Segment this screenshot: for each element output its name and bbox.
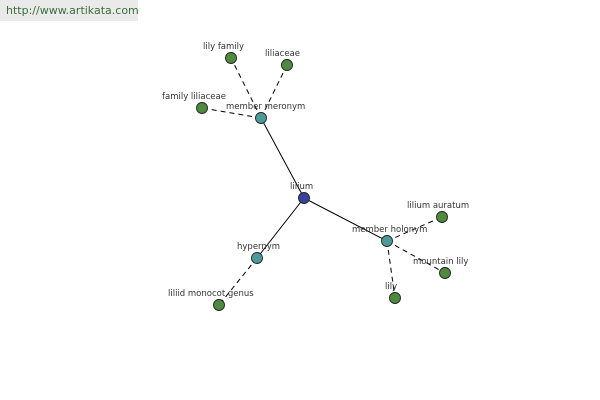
node-label-mountain-lily[interactable]: mountain lily (413, 257, 468, 267)
node-liliaceae[interactable] (281, 59, 293, 71)
edge-member-holonym-to-lily (386, 240, 396, 299)
node-label-liliid-monocot-genus[interactable]: liliid monocot genus (168, 289, 254, 299)
node-family-liliaceae[interactable] (196, 102, 208, 114)
node-liliid-monocot-genus[interactable] (213, 299, 225, 311)
node-label-lilium[interactable]: lilium (290, 182, 313, 192)
edge-member-meronym-to-liliaceae (260, 64, 288, 119)
edge-member-holonym-to-lilium-auratum (386, 216, 443, 242)
node-lily[interactable] (389, 292, 401, 304)
edge-hypernym-to-liliid-monocot-genus (218, 257, 258, 306)
edge-member-meronym-to-family-liliaceae (201, 107, 262, 119)
node-label-lilium-auratum[interactable]: lilium auratum (407, 201, 469, 211)
node-hypernym[interactable] (251, 252, 263, 264)
edge-lilium-to-member-holonym (303, 197, 388, 242)
edge-lilium-to-member-meronym (260, 117, 305, 199)
node-lily-family[interactable] (225, 52, 237, 64)
node-label-liliaceae[interactable]: liliaceae (265, 49, 300, 59)
labels-layer: lilium member meronym member holonym hypern… (162, 42, 469, 299)
node-member-meronym[interactable] (255, 112, 267, 124)
node-label-lily[interactable]: lily (385, 282, 397, 292)
node-label-family-liliaceae[interactable]: family liliaceae (162, 92, 226, 102)
node-label-hypernym[interactable]: hypernym (237, 242, 280, 252)
node-member-holonym[interactable] (381, 235, 393, 247)
node-lilium-auratum[interactable] (436, 211, 448, 223)
node-lilium[interactable] (298, 192, 310, 204)
node-label-lily-family[interactable]: lily family (203, 42, 244, 52)
edge-member-meronym-to-lily-family (230, 57, 262, 119)
nodes-layer (196, 52, 451, 311)
edges-layer (201, 57, 446, 306)
edge-lilium-to-hypernym (256, 197, 305, 259)
node-mountain-lily[interactable] (439, 267, 451, 279)
edge-member-holonym-to-mountain-lily (386, 240, 446, 274)
node-label-member-holonym[interactable]: member holonym (352, 225, 427, 235)
node-label-member-meronym[interactable]: member meronym (226, 102, 305, 112)
source-url-link[interactable]: http://www.artikata.com (0, 0, 139, 21)
